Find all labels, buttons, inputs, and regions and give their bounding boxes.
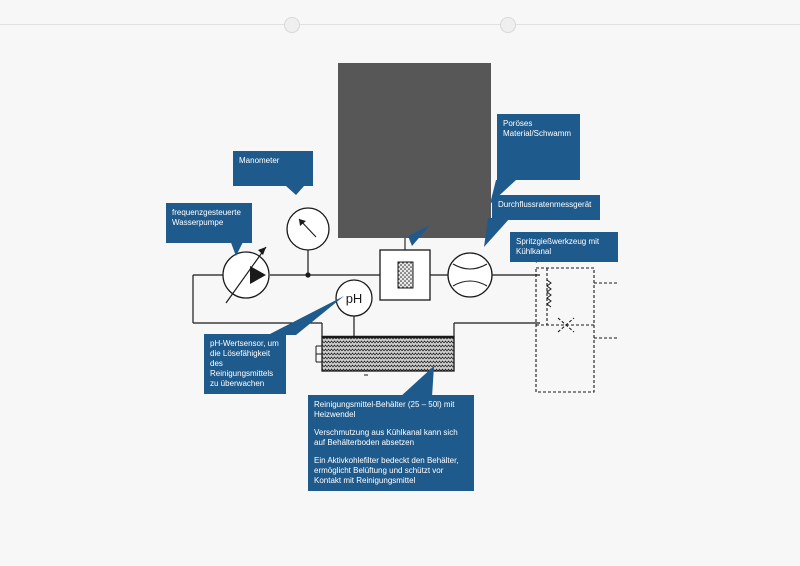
label-ph-sensor: pH-Wertsensor, um die Lösefähigkeit des …	[204, 334, 286, 394]
ph-sensor-label: pH	[346, 291, 363, 306]
flowmeter-symbol	[447, 252, 493, 298]
pump-symbol	[222, 246, 270, 304]
cooling-channel-spring	[546, 279, 552, 308]
redacted-block	[338, 63, 491, 238]
porous-filter-symbol	[379, 238, 431, 301]
label-injection-mold: Spritzgießwerkzeug mit Kühlkanal	[510, 232, 618, 262]
punch-hole-right	[500, 17, 516, 33]
pipe-network	[192, 250, 540, 340]
tank-description-3: Ein Aktivkohlefilter bedeckt den Behälte…	[314, 456, 459, 485]
injection-mold-symbol	[535, 267, 618, 393]
label-porous-material: Poröses Material/Schwamm	[497, 114, 580, 180]
junction-node	[305, 272, 311, 278]
label-pump: frequenzgesteuerte Wasserpumpe	[166, 203, 252, 243]
label-flowmeter: Durchflussratenmessgerät	[492, 195, 600, 220]
tank-description-1: Reinigungsmittel-Behälter (25 – 50l) mit…	[314, 400, 455, 419]
label-cleaning-tank: Reinigungsmittel-Behälter (25 – 50l) mit…	[308, 395, 474, 491]
manometer-symbol	[286, 207, 330, 251]
label-manometer: Manometer	[233, 151, 313, 186]
fold-line	[0, 24, 800, 25]
tank-description-2: Verschmutzung aus Kühlkanal kann sich au…	[314, 428, 458, 447]
ph-sensor-symbol: pH	[335, 279, 373, 317]
punch-hole-left	[284, 17, 300, 33]
cleaning-tank-symbol	[315, 335, 455, 376]
